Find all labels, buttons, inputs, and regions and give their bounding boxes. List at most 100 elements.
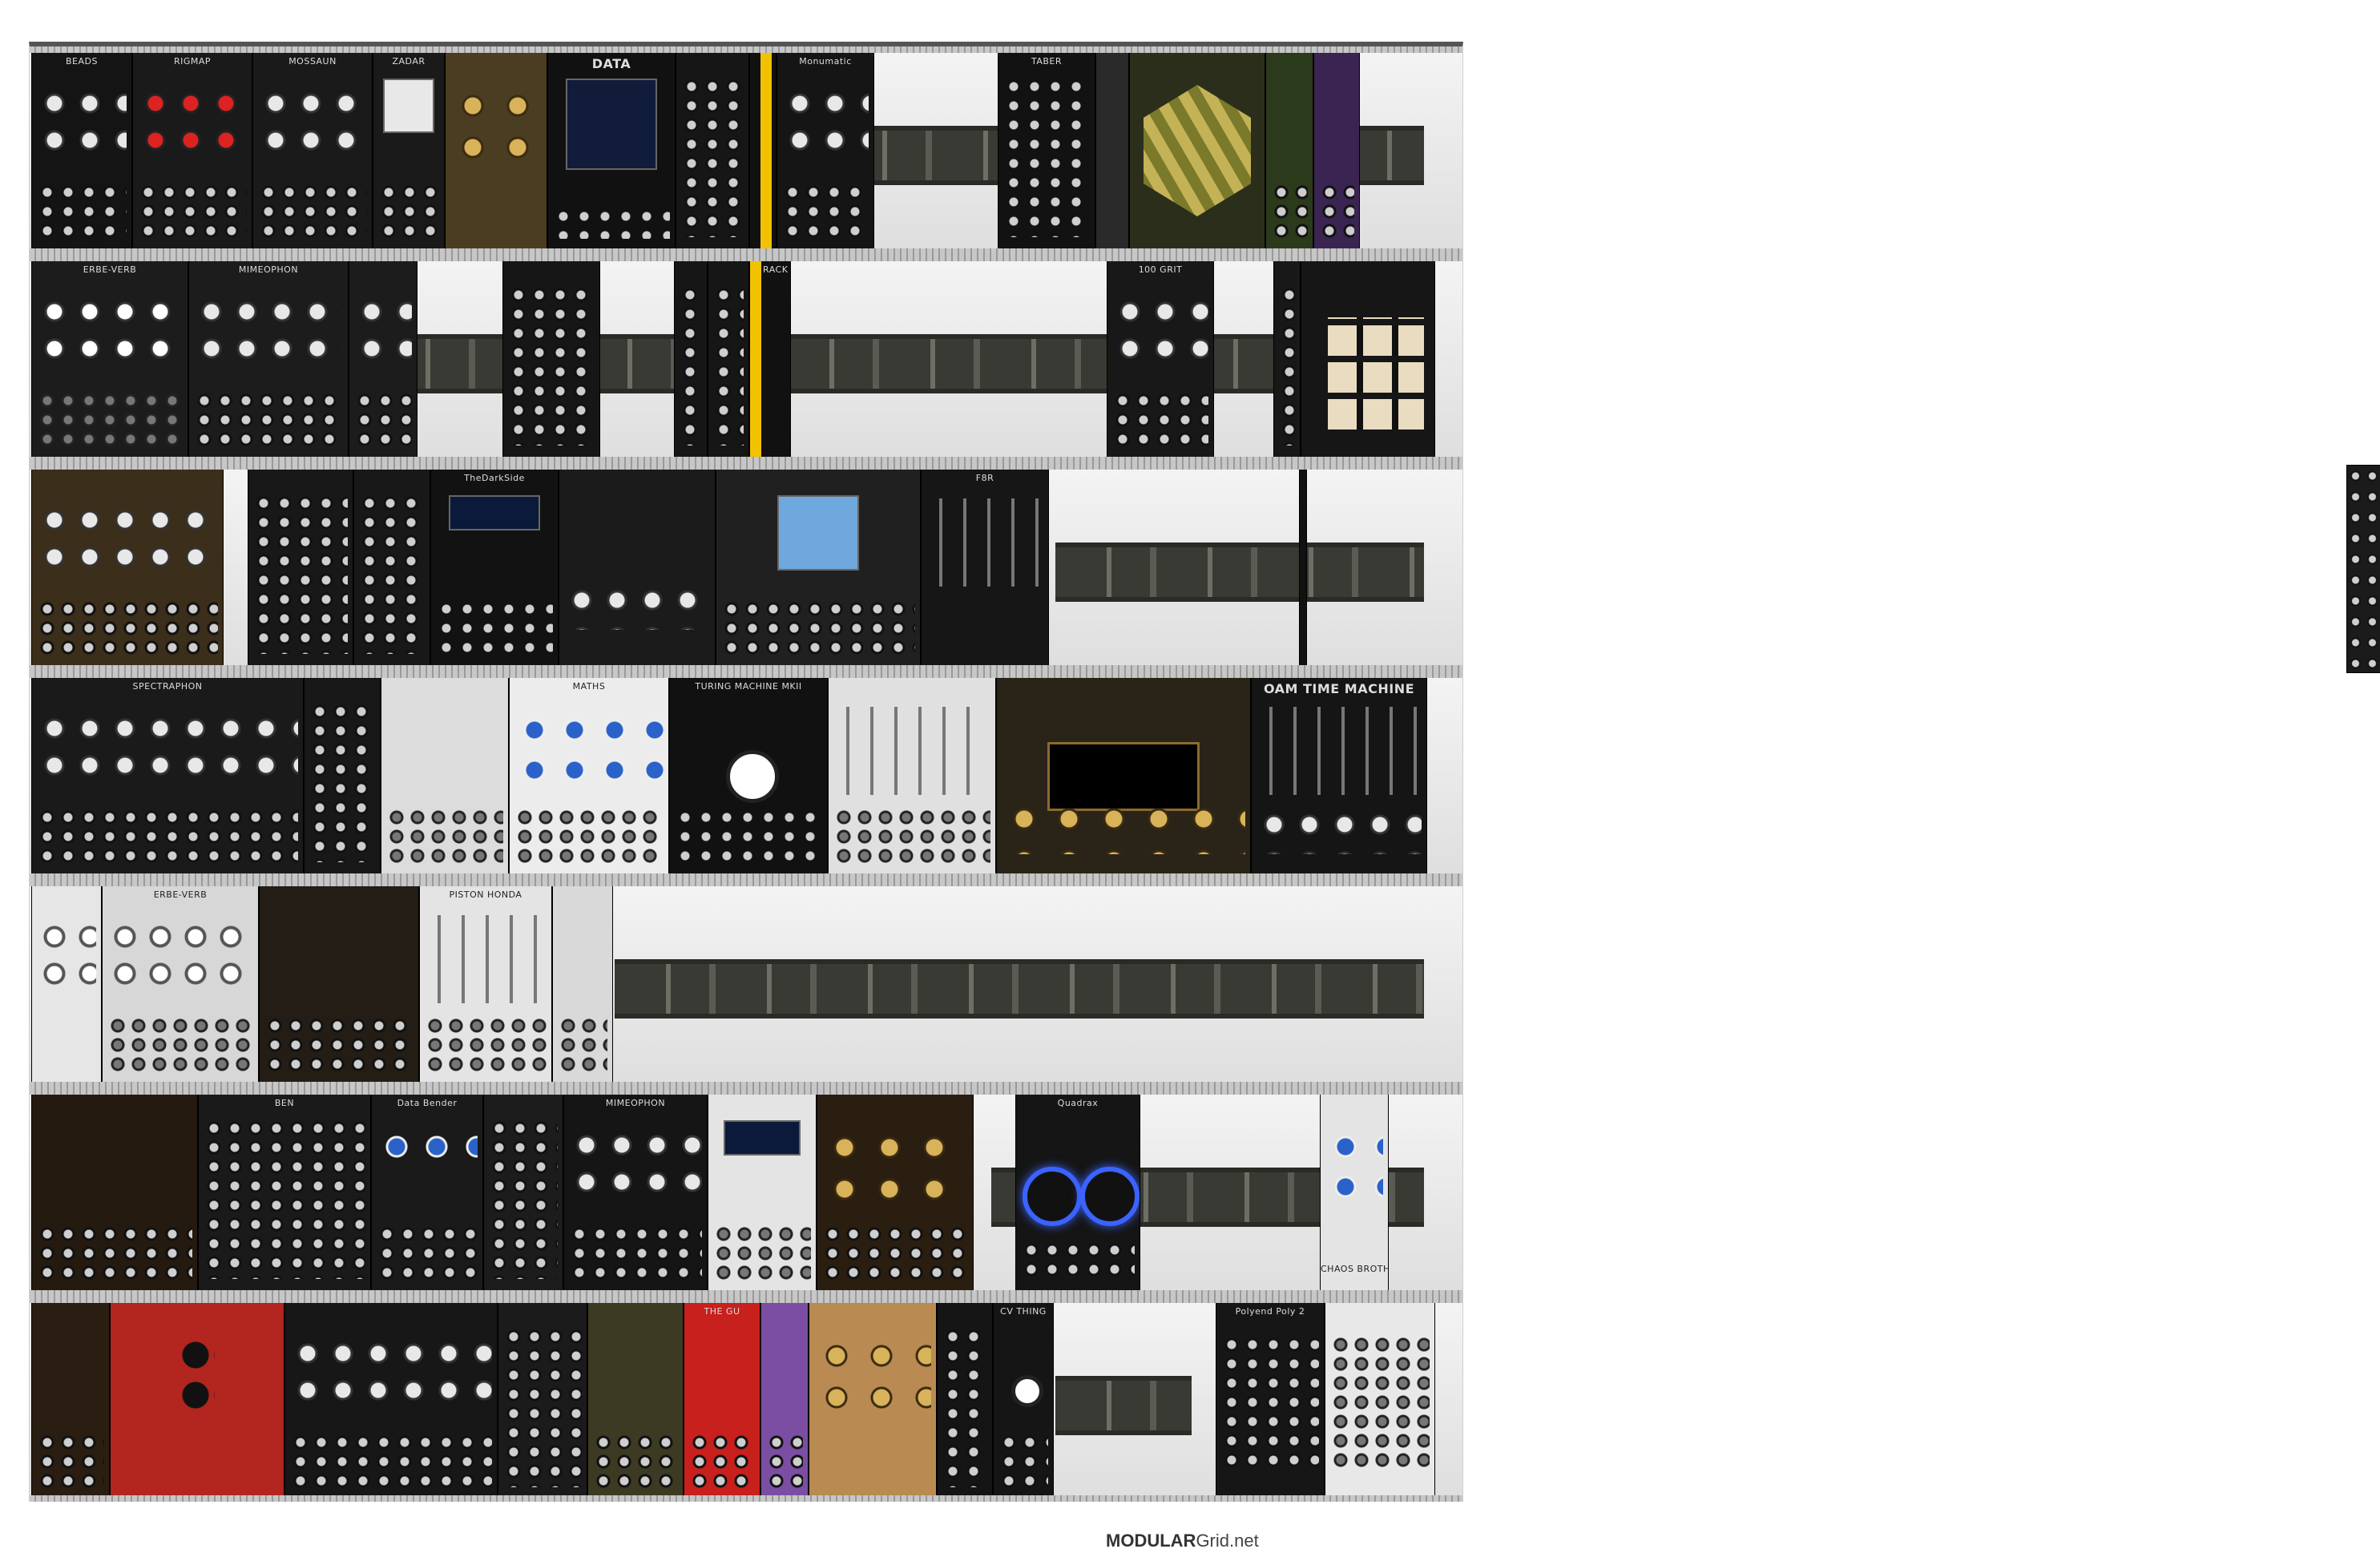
pad-grid[interactable]	[1328, 317, 1424, 430]
module-purple-pattern[interactable]	[1313, 53, 1360, 248]
jack-group[interactable]	[253, 494, 348, 654]
module-100-grit[interactable]: 100 GRIT	[1107, 261, 1214, 457]
jack-group[interactable]	[359, 494, 425, 654]
module-gold-medal[interactable]	[1129, 53, 1265, 248]
knob-group[interactable]	[37, 293, 183, 373]
modulargrid-logo[interactable]: MODULARGrid.net	[1106, 1531, 1259, 1551]
module-monumatic[interactable]: Monumatic	[777, 53, 874, 248]
module-data[interactable]: DATA	[547, 53, 676, 248]
module-chaos-brother[interactable]: CHAOS BROTHER	[1320, 1095, 1389, 1290]
jack-group[interactable]	[194, 391, 343, 447]
module-brown-dual[interactable]	[31, 470, 224, 665]
knob-group[interactable]	[450, 85, 542, 165]
module-jack-grid-b[interactable]	[353, 470, 430, 665]
module-the-gu[interactable]: THE GU	[684, 1303, 760, 1499]
module-taber[interactable]: TABER	[998, 53, 1095, 248]
jack-group[interactable]	[514, 808, 664, 864]
knob-group[interactable]	[822, 1127, 968, 1207]
module-white-display[interactable]	[708, 1095, 817, 1290]
module-maths[interactable]: MATHS	[509, 678, 669, 873]
module-jack-strip-2[interactable]	[937, 1303, 993, 1499]
module-small-dark[interactable]	[349, 261, 418, 457]
module-green-pattern[interactable]	[1265, 53, 1313, 248]
module-mimeophon[interactable]: MIMEOPHON	[188, 261, 349, 457]
module-cv-thing[interactable]: CV THING	[993, 1303, 1054, 1499]
jack-group[interactable]	[782, 183, 869, 239]
module-data-bender[interactable]: Data Bender	[371, 1095, 483, 1290]
module-ornate-gold[interactable]	[31, 1095, 198, 1290]
jack-group[interactable]	[822, 1224, 968, 1281]
jack-group[interactable]	[138, 183, 247, 239]
module-arch-panel[interactable]	[31, 1303, 110, 1499]
jack-group[interactable]	[558, 1016, 607, 1072]
module-erbe-ctrl[interactable]	[31, 886, 102, 1082]
knob-group[interactable]	[1112, 293, 1208, 373]
knob-group[interactable]	[180, 1335, 215, 1415]
module-jack-grid-e[interactable]	[498, 1303, 587, 1499]
jack-group[interactable]	[37, 183, 127, 239]
module-beads[interactable]: BEADS	[31, 53, 132, 248]
knob-group[interactable]	[258, 85, 367, 165]
module-red-burst[interactable]	[110, 1303, 284, 1499]
jack-group[interactable]	[1271, 183, 1308, 239]
jack-group[interactable]	[681, 77, 744, 237]
jack-group[interactable]	[258, 183, 367, 239]
jack-group[interactable]	[204, 1119, 365, 1279]
module-thedarkside[interactable]: TheDarkSide	[430, 470, 559, 665]
knob-group[interactable]	[1002, 798, 1245, 854]
jack-group[interactable]	[569, 1224, 702, 1281]
module-spectraphon[interactable]: SPECTRAPHON	[31, 678, 304, 873]
jack-group[interactable]	[1279, 285, 1295, 446]
jack-group[interactable]	[386, 808, 503, 864]
jack-group[interactable]	[436, 599, 553, 655]
jack-group[interactable]	[1330, 1335, 1430, 1471]
jack-group[interactable]	[721, 599, 915, 655]
module-erbe-verb[interactable]: ERBE-VERB	[31, 261, 188, 457]
module-olive-ornate[interactable]	[587, 1303, 684, 1499]
module-expert-sleepers[interactable]	[708, 261, 749, 457]
jack-group[interactable]	[508, 285, 595, 446]
knob-group[interactable]	[1325, 1127, 1383, 1207]
module-silver-panel[interactable]	[381, 678, 509, 873]
knob-group[interactable]	[194, 293, 343, 373]
jack-group[interactable]	[107, 1016, 253, 1072]
jack-group[interactable]	[998, 1433, 1048, 1489]
jack-group[interactable]	[489, 1119, 558, 1279]
jack-group[interactable]	[264, 1016, 413, 1072]
module-piston-honda[interactable]: PISTON HONDA	[419, 886, 552, 1082]
jack-group[interactable]	[425, 1016, 547, 1072]
module-polyend-poly-2[interactable]: Polyend Poly 2	[1216, 1303, 1325, 1499]
module-yellow-stripe[interactable]	[749, 53, 777, 248]
module-looper-oscillator[interactable]	[284, 1303, 498, 1499]
knob-group[interactable]	[1257, 806, 1422, 854]
module-jack-strip[interactable]	[674, 261, 708, 457]
module-wood-panel[interactable]	[809, 1303, 937, 1499]
jack-group[interactable]	[503, 1327, 582, 1487]
knob-group[interactable]	[290, 1335, 492, 1415]
jack-group[interactable]	[680, 285, 702, 446]
module-copper-hex[interactable]	[817, 1095, 974, 1290]
jack-group[interactable]	[713, 285, 744, 446]
jack-group[interactable]	[309, 702, 375, 862]
jack-group[interactable]	[1112, 391, 1208, 447]
module-jack-grid-d[interactable]	[483, 1095, 563, 1290]
main-knob[interactable]	[1011, 1375, 1043, 1407]
module-pattern-strip[interactable]	[1095, 53, 1129, 248]
jack-group[interactable]	[354, 391, 412, 447]
knob-group[interactable]	[354, 293, 412, 373]
jack-group[interactable]	[37, 1433, 104, 1489]
module-quadrax[interactable]: Quadrax	[1015, 1095, 1140, 1290]
jack-group[interactable]	[942, 1327, 987, 1487]
module-rigmap[interactable]: RIGMAP	[132, 53, 252, 248]
jack-group[interactable]	[1319, 183, 1354, 239]
module-jack-grid-a[interactable]	[502, 261, 600, 457]
jack-group[interactable]	[37, 599, 218, 655]
knob-group[interactable]	[569, 1127, 702, 1207]
fader-bank[interactable]	[1260, 707, 1418, 795]
module-jack-grid-c[interactable]	[304, 678, 381, 873]
module-power-jacks[interactable]	[676, 53, 749, 248]
module-mixer-strip[interactable]	[552, 886, 613, 1082]
module-power-rails[interactable]	[248, 470, 353, 665]
module-oam-time-machine[interactable]: OAM TIME MACHINE	[1251, 678, 1427, 873]
detached-module[interactable]	[2346, 465, 2380, 673]
